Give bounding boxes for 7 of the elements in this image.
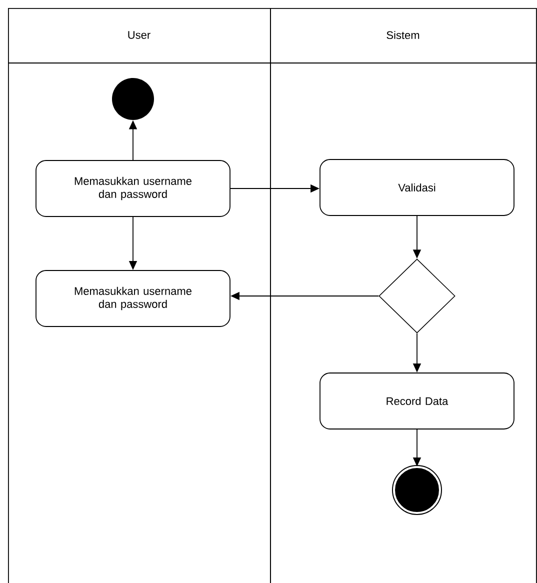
activity-box: Validasi <box>320 159 514 216</box>
activity-box: Record Data <box>320 372 514 430</box>
start-node <box>112 78 154 120</box>
end-node <box>392 465 442 515</box>
activity-box: Memasukkan username dan password <box>36 270 230 327</box>
activity-box: Memasukkan username dan password <box>36 160 230 217</box>
decision-diamond <box>378 258 456 334</box>
